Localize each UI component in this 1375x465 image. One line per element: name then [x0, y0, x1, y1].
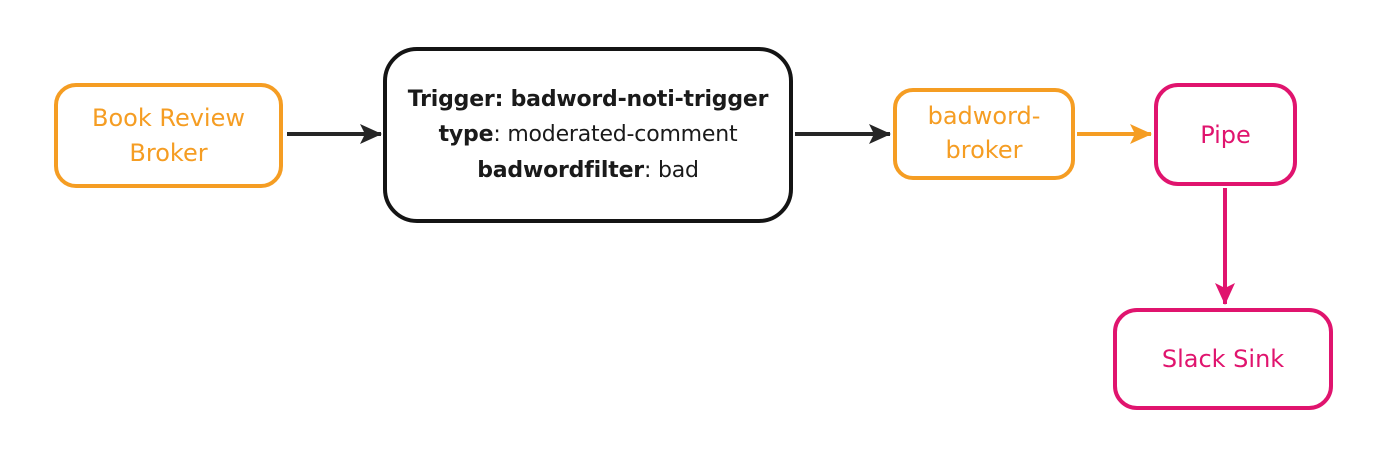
- node-pipe: Pipe: [1154, 83, 1297, 186]
- trigger-line-3: badwordfilter: bad: [477, 157, 699, 183]
- node-badword-broker: badword-broker: [893, 88, 1075, 180]
- node-trigger: Trigger: badword-noti-trigger type: mode…: [383, 47, 793, 223]
- trigger-line-1: Trigger: badword-noti-trigger: [407, 86, 769, 112]
- node-badword-broker-label: badword-broker: [927, 102, 1041, 164]
- trigger-line-2: type: moderated-comment: [438, 122, 738, 148]
- node-slack-sink: Slack Sink: [1113, 308, 1333, 410]
- node-slack-sink-label: Slack Sink: [1161, 345, 1285, 373]
- node-pipe-label: Pipe: [1200, 120, 1251, 149]
- node-book-review-broker-label: Book Review Broker: [92, 103, 245, 167]
- node-trigger-label: Trigger: badword-noti-trigger type: mode…: [408, 82, 769, 189]
- node-book-review-broker: Book Review Broker: [54, 83, 283, 188]
